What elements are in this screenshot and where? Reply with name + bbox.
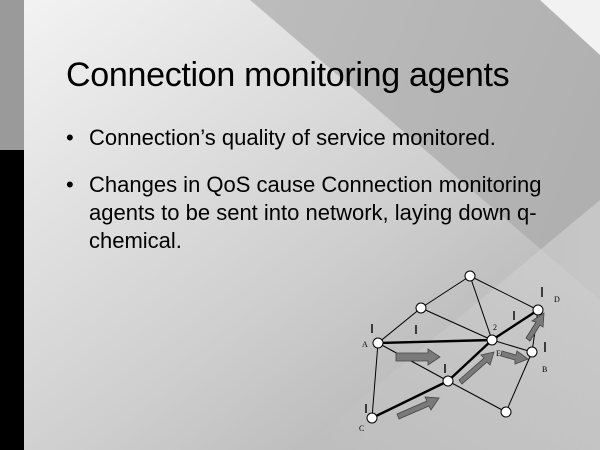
bullet-text: Connection’s quality of service monitore… [89,125,496,150]
edge [491,339,533,353]
node-labels: A D B C 2 E [359,295,560,433]
bullet-item: • Connection’s quality of service monito… [62,124,572,152]
bullet-dot-icon: • [66,125,74,150]
node-label-2: 2 [493,323,497,332]
agent-arrow-icon [500,350,529,365]
agent-arrow-icon [396,396,440,420]
node-a [372,337,384,349]
node [442,375,454,387]
path-edge [491,308,539,342]
highlighted-path [371,308,539,420]
q-chemical-markers [365,287,546,413]
node-c [366,412,378,424]
bullet-item: • Changes in QoS cause Connection monito… [62,171,572,255]
edge [371,342,379,419]
network-edges [371,275,539,419]
agent-arrow-icon [395,348,441,366]
node-label-e: E [496,349,501,358]
node [464,270,476,282]
agent-arrow-icon [458,351,495,385]
edge [469,275,493,341]
path-edge [447,339,493,382]
edge [420,307,493,341]
node [415,302,427,314]
node-2 [486,334,498,346]
bullet-text: Changes in QoS cause Connection monitori… [89,172,542,253]
bullet-list: • Connection’s quality of service monito… [62,124,572,274]
node-b [526,346,538,358]
edge [420,275,471,309]
left-accent-bar-light [0,0,24,150]
edge [469,275,539,311]
edge [377,307,422,344]
node-label-c: C [359,424,364,433]
edge [447,380,507,413]
slide-title: Connection monitoring agents [66,56,510,94]
bullet-dot-icon: • [66,172,74,197]
node-label-b: B [542,365,547,374]
edge [377,342,449,382]
agent-arrow-icon [525,312,545,342]
node [500,406,512,418]
node-d [532,304,544,316]
agent-arrows [395,312,545,420]
left-accent-bar-dark [0,150,24,450]
node-label-d: D [554,295,560,304]
network-nodes [366,270,544,424]
edge [505,351,533,413]
path-edge [377,338,493,345]
path-edge [371,379,449,420]
node-label-a: A [362,340,368,349]
